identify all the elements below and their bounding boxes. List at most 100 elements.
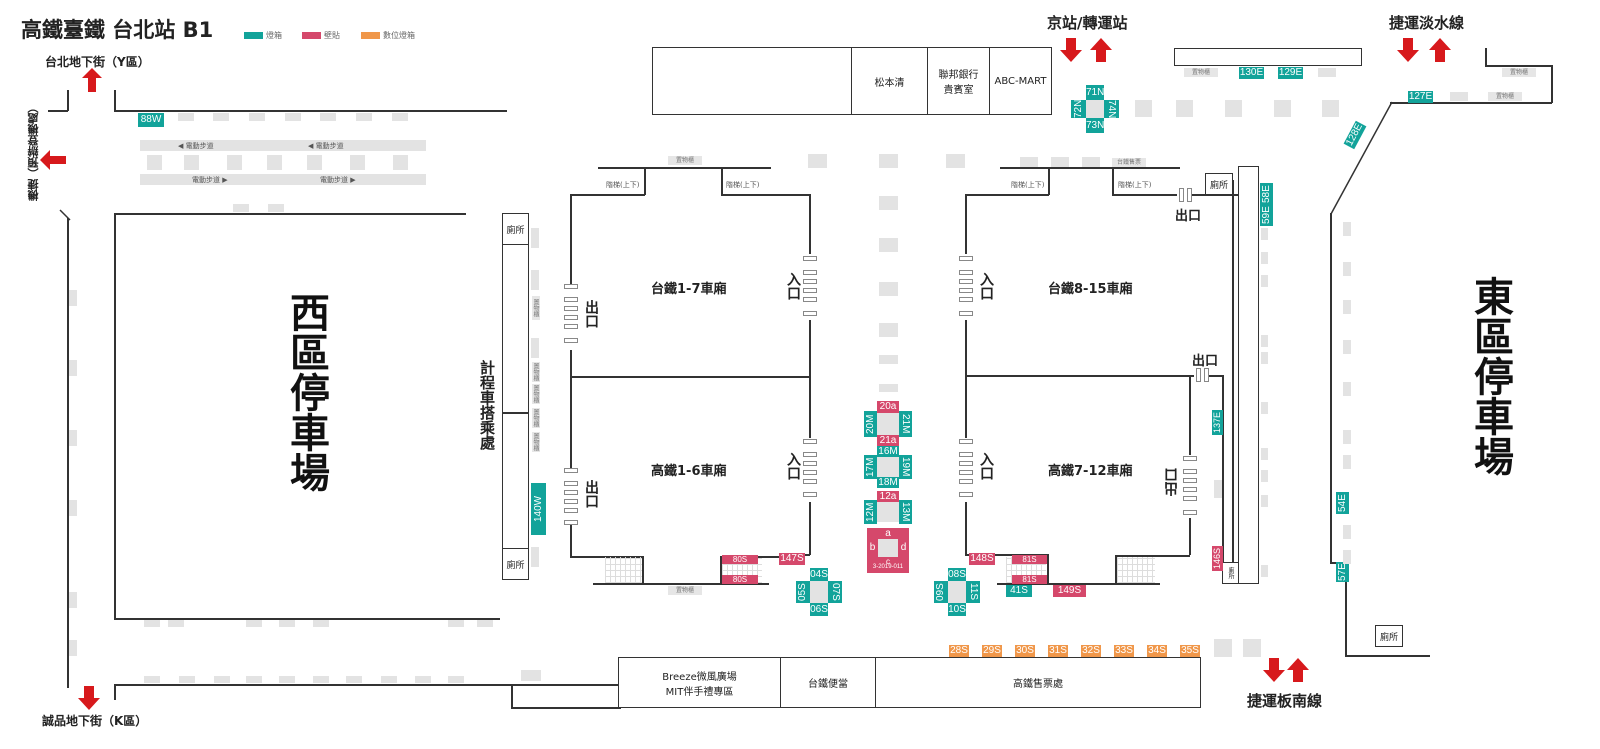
locker: 置物櫃 (532, 432, 540, 452)
pillar (1343, 550, 1351, 564)
toilet[interactable]: 廁所 (1222, 562, 1239, 584)
exit-taipei-mall-y[interactable]: 台北地下街（Y區） (45, 55, 150, 69)
shop-matsumoto[interactable]: 松本清 (851, 47, 928, 115)
entrance-label[interactable]: 入口 (978, 272, 994, 300)
pillar (1450, 92, 1468, 101)
west-parking-label[interactable]: 西區停車場 (283, 292, 329, 492)
shop-label: ABC-MART (994, 75, 1047, 87)
lightbox-19M[interactable]: 19M (899, 455, 912, 479)
exit-mrt-bannan[interactable]: 捷運板南線 (1247, 692, 1323, 710)
shop-tra-bento[interactable]: 台鐵便當 (780, 657, 876, 708)
lightbox-08S[interactable]: 08S (948, 568, 966, 581)
lightbox-140W[interactable]: 140W (531, 483, 546, 535)
lightbox-71N[interactable]: 71N (1086, 85, 1105, 100)
digital-lightbox-32S[interactable]: 32S (1081, 645, 1101, 657)
lightbox-88W[interactable]: 88W (138, 113, 164, 127)
pillar (246, 620, 262, 627)
exit-label[interactable]: 出口 (1164, 468, 1180, 496)
east-parking-label[interactable]: 東區停車場 (1467, 276, 1513, 476)
pillar (415, 676, 431, 683)
lightbox-05S[interactable]: 05S (796, 581, 810, 603)
pillar (1343, 525, 1351, 539)
toilet[interactable]: 廁所 (502, 213, 529, 245)
lightbox-58E[interactable]: 58E (1260, 183, 1273, 205)
shop-thsr-ticket-office[interactable]: 高鐵售票處 (875, 657, 1201, 708)
lightbox-06S[interactable]: 06S (810, 603, 828, 616)
exit-jingzhan[interactable]: 京站/轉運站 (1047, 14, 1128, 32)
shop-union-bank[interactable]: 聯邦銀行 貴賓室 (927, 47, 990, 115)
sticker-149S[interactable]: 149S (1053, 585, 1086, 597)
area-thsr-1-6[interactable]: 高鐵1-6車廂 (651, 464, 727, 479)
sticker-81S[interactable]: 81S (1012, 555, 1047, 564)
exit-label[interactable]: 出口 (583, 300, 599, 328)
digital-lightbox-28S[interactable]: 28S (949, 645, 969, 657)
lightbox-12M[interactable]: 12M (864, 500, 877, 524)
lightbox-74N[interactable]: 74N (1104, 100, 1119, 119)
sticker-148S[interactable]: 148S (969, 553, 995, 565)
sticker-21a[interactable]: 21a (877, 435, 899, 446)
sticker-147S[interactable]: 147S (779, 553, 805, 565)
locker: 置物櫃 (1184, 68, 1218, 77)
exit-eslite-mall-k[interactable]: 誠品地下街（K區） (42, 714, 148, 728)
pillar (1261, 275, 1268, 287)
lightbox-04S[interactable]: 04S (810, 568, 828, 581)
lightbox-137E[interactable]: 137E (1212, 410, 1223, 435)
lightbox-13M[interactable]: 13M (899, 500, 912, 524)
exit-label[interactable]: 出口 (1192, 354, 1219, 369)
lightbox-21M[interactable]: 21M (899, 411, 912, 437)
entrance-label[interactable]: 入口 (785, 452, 801, 480)
sticker-12a[interactable]: 12a (877, 491, 899, 502)
exit-mrt-tamsui[interactable]: 捷運淡水線 (1389, 14, 1465, 32)
exit-label[interactable]: 出口 (1175, 209, 1202, 224)
sticker-80S[interactable]: 80S (722, 555, 758, 564)
lightbox-10S[interactable]: 10S (948, 603, 966, 616)
pillar (879, 238, 898, 252)
gate (564, 284, 578, 289)
pillar (1176, 100, 1193, 117)
toilet[interactable]: 廁所 (1205, 173, 1233, 195)
entrance-label[interactable]: 入口 (978, 452, 994, 480)
digital-lightbox-31S[interactable]: 31S (1048, 645, 1068, 657)
shop-breeze[interactable]: Breeze微風廣場 MIT伴手禮專區 (618, 657, 781, 708)
lightbox-73N[interactable]: 73N (1086, 118, 1105, 133)
lightbox-09S[interactable]: 09S (934, 581, 948, 603)
lightbox-72N[interactable]: 72N (1071, 99, 1086, 118)
gate (803, 311, 817, 316)
lightbox-16M[interactable]: 16M (877, 446, 899, 457)
lightbox-59E[interactable]: 59E (1260, 204, 1273, 226)
lightbox-41S[interactable]: 41S (1006, 585, 1032, 597)
area-tra-1-7[interactable]: 台鐵1-7車廂 (651, 282, 727, 297)
lightbox-17M[interactable]: 17M (864, 455, 877, 479)
lightbox-11S[interactable]: 11S (966, 581, 980, 603)
toilet[interactable]: 廁所 (502, 548, 529, 580)
exit-label[interactable]: 出口 (583, 480, 599, 508)
lightbox-20M[interactable]: 20M (864, 411, 877, 437)
lightbox-57E[interactable]: 57E (1336, 562, 1349, 582)
wall (1189, 518, 1191, 555)
area-tra-8-15[interactable]: 台鐵8-15車廂 (1048, 282, 1133, 297)
digital-lightbox-30S[interactable]: 30S (1015, 645, 1035, 657)
lightbox-18M[interactable]: 18M (877, 477, 899, 488)
digital-lightbox-29S[interactable]: 29S (982, 645, 1002, 657)
lightbox-129E[interactable]: 129E (1278, 67, 1303, 79)
lightbox-54E[interactable]: 54E (1336, 492, 1349, 514)
lightbox-07S[interactable]: 07S (828, 581, 842, 603)
sticker-80S[interactable]: 80S (722, 575, 758, 584)
toilet[interactable]: 廁所 (1375, 625, 1403, 647)
wall (1112, 194, 1177, 196)
taxi-label[interactable]: 計程車搭乘處 (478, 360, 496, 450)
lightbox-130E[interactable]: 130E (1239, 67, 1264, 79)
sticker-81S[interactable]: 81S (1012, 575, 1047, 584)
entrance-label[interactable]: 入口 (785, 272, 801, 300)
area-thsr-7-12[interactable]: 高鐵7-12車廂 (1048, 464, 1133, 479)
digital-lightbox-35S[interactable]: 35S (1180, 645, 1200, 657)
shop-abc-mart[interactable]: ABC-MART (989, 47, 1052, 115)
pillar (877, 413, 899, 435)
digital-lightbox-34S[interactable]: 34S (1147, 645, 1167, 657)
digital-lightbox-33S[interactable]: 33S (1114, 645, 1134, 657)
stairs-label: 階梯(上下) (1011, 181, 1045, 189)
sticker-20a[interactable]: 20a (877, 401, 899, 413)
sticker-146S[interactable]: 146S (1212, 546, 1223, 571)
wall (721, 167, 723, 195)
lightbox-127E[interactable]: 127E (1408, 91, 1433, 103)
